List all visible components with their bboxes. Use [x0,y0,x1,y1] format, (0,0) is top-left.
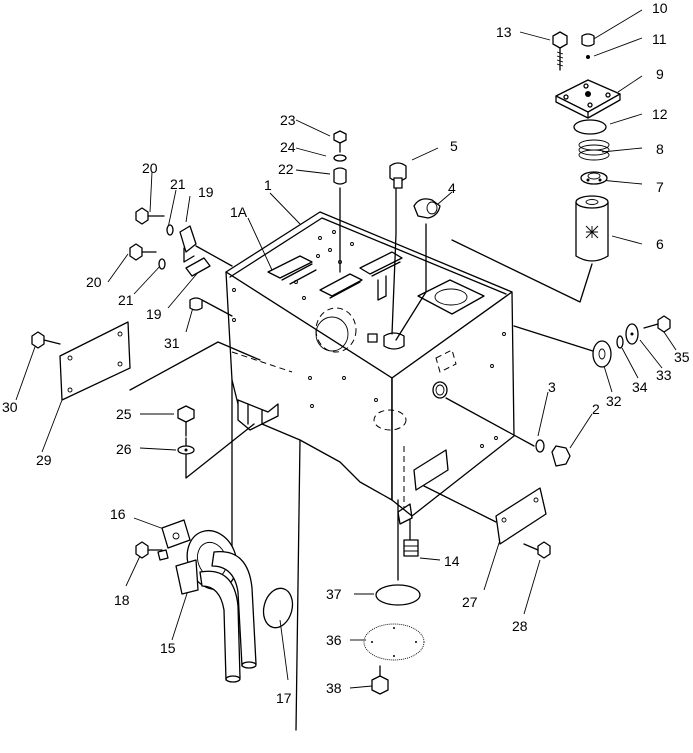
label-20-top: 20 [142,160,158,176]
bolt-23 [333,130,347,153]
filter-assembly [552,31,621,262]
label-30: 30 [2,399,18,415]
label-38: 38 [326,680,342,696]
label-29: 29 [36,452,52,468]
label-1: 1 [264,177,272,193]
washer-24 [333,154,347,162]
label-33: 33 [656,367,672,383]
nut-22 [333,167,347,185]
label-14: 14 [444,553,460,569]
label-3: 3 [548,379,556,395]
plug-31 [189,297,203,311]
label-16: 16 [110,506,126,522]
label-9: 9 [656,66,664,82]
label-24: 24 [280,139,296,155]
label-20-bottom: 20 [86,274,102,290]
bolt-25 [177,405,195,437]
o-ring-17 [262,587,294,629]
bolt-28 [523,541,551,559]
washer-21b [158,258,166,270]
clamp-19b [185,257,211,277]
label-10: 10 [652,0,668,16]
label-5: 5 [450,138,458,154]
breather-5 [389,162,407,189]
fitting-4 [413,198,441,219]
label-21-top: 21 [170,176,186,192]
spring [578,139,610,161]
label-13: 13 [496,24,512,40]
filter-cover [555,79,621,119]
o-ring-37 [375,584,421,606]
label-8: 8 [656,141,664,157]
label-22: 22 [278,161,294,177]
clamp-19a [179,225,197,263]
label-19-top: 19 [198,184,214,200]
label-6: 6 [656,236,664,252]
label-17: 17 [276,690,292,706]
bolt-18 [135,541,169,561]
hydraulic-tank [225,211,515,525]
plate-27 [495,487,547,545]
plate-29 [59,321,131,401]
label-36: 36 [326,632,342,648]
label-35: 35 [674,349,690,365]
label-19-bottom: 19 [146,306,162,322]
o-ring-11 [586,55,590,59]
label-28: 28 [512,618,528,634]
washer-21a [166,224,174,236]
o-ring-34 [616,335,624,349]
part-labels: 1 1A 2 3 4 5 6 7 8 9 10 11 12 13 14 15 1… [2,0,690,706]
label-4: 4 [448,180,456,196]
bolt-30 [31,331,61,349]
label-26: 26 [116,441,132,457]
bolt-20a [135,207,165,225]
label-12: 12 [652,106,668,122]
plug-10 [581,33,595,47]
plug-2 [551,445,571,467]
label-32: 32 [606,393,622,409]
fitting-14 [403,539,419,557]
bolt-13 [552,31,568,71]
filter-valve [580,171,608,185]
label-31: 31 [164,335,180,351]
label-18: 18 [114,592,130,608]
clamp-16 [161,519,191,549]
filter-element [575,195,609,262]
label-23: 23 [280,112,296,128]
o-ring-12 [573,119,607,135]
label-37: 37 [326,586,342,602]
label-2: 2 [592,401,600,417]
leader-lines [15,9,677,731]
bolt-20b [129,243,157,261]
bolt-38 [371,665,389,695]
flange-32 [592,340,612,368]
label-25: 25 [116,406,132,422]
suction-pipe-15 [175,529,257,683]
gasket-36 [363,623,425,661]
bolt-35 [643,315,671,333]
plate-33 [625,323,639,345]
label-11: 11 [652,31,667,47]
label-34: 34 [632,379,648,395]
label-21-bottom: 21 [118,292,134,308]
label-27: 27 [462,594,478,610]
washer-26 [177,445,195,455]
o-ring-3 [535,439,545,453]
label-15: 15 [160,640,176,656]
label-7: 7 [656,179,664,195]
label-1a: 1A [230,204,248,220]
